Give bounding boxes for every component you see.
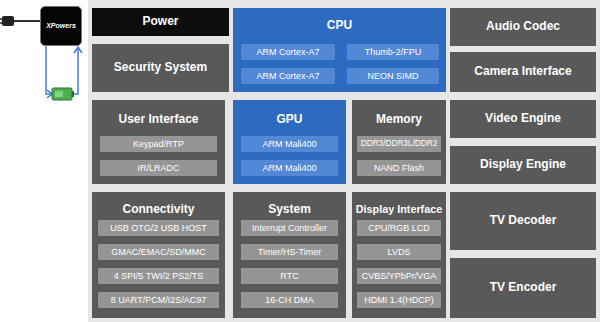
block-box: Audio Codec — [450, 8, 596, 46]
block-label: Connectivity — [122, 203, 194, 217]
feature-box: RTC — [241, 268, 338, 284]
block-box: Video Engine — [450, 100, 596, 138]
core-box: CPU ARM Cortex-A7 Thumb-2/FPU ARM Cortex-A7… — [233, 8, 446, 92]
feature-box: Interrupt Controller — [241, 220, 338, 236]
block-label: TV Encoder — [490, 281, 557, 295]
block-label: Interrupt Controller — [252, 223, 327, 233]
supply-wire — [72, 49, 78, 94]
feature-box: IR/LRADC — [100, 160, 217, 176]
block-label: Thumb-2/FPU — [365, 47, 422, 57]
block-label: Timer/HS-Timer — [258, 247, 321, 257]
charge-wire — [46, 46, 51, 94]
block-label: System — [268, 203, 311, 217]
block-label: GMAC/EMAC/SD/MMC — [111, 247, 206, 257]
block-label: Audio Codec — [486, 20, 560, 34]
battery-symbol — [52, 88, 72, 100]
feature-box: Keypad/RTP — [100, 136, 217, 152]
feature-box: DDR3/DDR3L/DDR2 — [357, 136, 441, 152]
block-label: TV Decoder — [490, 214, 557, 228]
feature-box: NAND Flash — [357, 160, 441, 176]
block-label: Display Interface — [356, 203, 442, 215]
block-box: ConnectivityUSB OTG/2 USB HOST GMAC/EMAC/… — [92, 192, 225, 318]
block-label: USB OTG/2 USB HOST — [110, 223, 207, 233]
feature-box: 16-CH DMA — [241, 292, 338, 308]
block-label: User Interface — [118, 113, 198, 127]
block-box: Display Engine — [450, 146, 596, 184]
block-label: ARM Cortex-A7 — [256, 71, 319, 81]
block-label: 8 UART/PCM/I2S/AC97 — [111, 295, 206, 305]
block-label: ARM Cortex-A7 — [256, 47, 319, 57]
block-box: Display InterfaceCPU/RGB LCD LVDS CVBS/YPb… — [352, 192, 446, 318]
block-label: CPU — [327, 19, 352, 33]
block-box: MemoryDDR3/DDR3L/DDR2NAND Flash — [352, 100, 446, 184]
power-cable — [14, 20, 40, 22]
feature-box: LVDS — [357, 244, 441, 260]
block-label: 16-CH DMA — [265, 295, 314, 305]
feature-box: CPU/RGB LCD — [357, 220, 441, 236]
block-box: TV Encoder — [450, 258, 596, 318]
block-label: Display Engine — [480, 158, 566, 172]
block-label: NAND Flash — [374, 163, 424, 173]
feature-box: 8 UART/PCM/I2S/AC97 — [98, 292, 219, 308]
block-label: Memory — [376, 113, 422, 127]
feature-box: 4 SPI/5 TWI/2 PS2/TS — [98, 268, 219, 284]
feature-box: ARM Mali400 — [241, 160, 338, 176]
block-label: CPU/RGB LCD — [368, 223, 430, 233]
block-box: Camera Interface — [450, 52, 596, 92]
feature-box: ARM Mali400 — [241, 136, 338, 152]
block-label: Video Engine — [485, 112, 561, 126]
plug-symbol — [2, 16, 14, 26]
block-label: NEON SIMD — [367, 71, 418, 81]
feature-box: USB OTG/2 USB HOST — [98, 220, 219, 236]
block-label: Security System — [114, 61, 207, 75]
block-label: LVDS — [388, 247, 411, 257]
block-label: ARM Mali400 — [262, 163, 316, 173]
feature-box: CVBS/YPbPr/VGA — [357, 268, 441, 284]
battery-terminal — [72, 91, 74, 97]
feature-box: NEON SIMD — [347, 68, 439, 84]
block-box: Power — [92, 8, 229, 36]
block-label: GPU — [276, 113, 302, 127]
block-label: DDR3/DDR3L/DDR2 — [361, 139, 438, 148]
block-box: TV Decoder — [450, 192, 596, 250]
block-label: Power — [142, 15, 178, 29]
plug-prong — [0, 18, 2, 20]
core-box: GPUARM Mali400ARM Mali400 — [233, 100, 346, 184]
battery-charge — [55, 91, 63, 97]
block-label: ARM Mali400 — [262, 139, 316, 149]
feature-box: ARM Cortex-A7 — [241, 68, 335, 84]
block-label: XPowers — [46, 22, 76, 30]
block-label: Camera Interface — [474, 65, 571, 79]
arrow-head — [47, 90, 52, 98]
feature-box: Thumb-2/FPU — [347, 44, 439, 60]
feature-box: ARM Cortex-A7 — [241, 44, 335, 60]
block-label: HDMI 1.4(HDCP) — [364, 295, 434, 305]
block-label: IR/LRADC — [137, 163, 179, 173]
block-label: Keypad/RTP — [133, 139, 184, 149]
block-box: User InterfaceKeypad/RTP IR/LRADC — [92, 100, 225, 184]
feature-box: Timer/HS-Timer — [241, 244, 338, 260]
feature-box: HDMI 1.4(HDCP) — [357, 292, 441, 308]
block-label: CVBS/YPbPr/VGA — [362, 271, 437, 281]
block-box: Security System — [92, 44, 229, 92]
arrow-head — [74, 47, 82, 53]
block-label: 4 SPI/5 TWI/2 PS2/TS — [114, 271, 203, 281]
feature-box: GMAC/EMAC/SD/MMC — [98, 244, 219, 260]
block-box: SystemInterrupt ControllerTimer/HS-Timer… — [233, 192, 346, 318]
block-label: RTC — [280, 271, 298, 281]
device-icon: XPowers — [40, 6, 82, 46]
plug-prong — [0, 22, 2, 24]
